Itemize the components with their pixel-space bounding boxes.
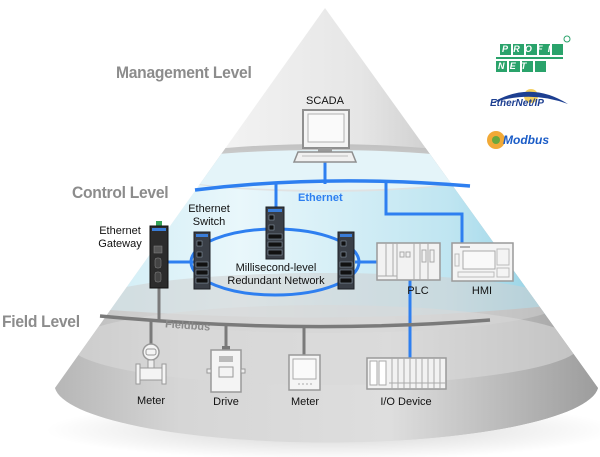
ethernet-switch-right-icon[interactable]: [337, 231, 355, 290]
management-level-label: Management Level: [116, 63, 252, 82]
ethernet-ip-logo: [492, 89, 568, 104]
plc-device-icon[interactable]: [376, 242, 441, 281]
io-device-icon[interactable]: [366, 357, 447, 390]
fieldbus-line: [99, 314, 491, 329]
ethernet-gateway-device-icon[interactable]: [149, 221, 169, 289]
io-device-label: I/O Device: [380, 396, 432, 408]
control-level-label: Control Level: [72, 183, 169, 202]
drive-device-icon[interactable]: [206, 346, 246, 393]
panel-meter-icon[interactable]: [288, 354, 321, 391]
modbus-logo: [487, 131, 505, 149]
ethernet-switch-middle-icon[interactable]: [265, 206, 285, 260]
hmi-device-icon[interactable]: [451, 242, 514, 282]
gateway-label-line2: Gateway: [98, 238, 142, 250]
flow-meter-icon[interactable]: [135, 343, 167, 385]
switch-label-line1: Ethernet: [188, 203, 230, 215]
ethernet-backbone: [194, 179, 471, 192]
ethernet-switch-left-icon[interactable]: [193, 231, 211, 290]
meter-2-label: Meter: [290, 396, 320, 408]
meter-1-label: Meter: [136, 395, 166, 407]
modbus-logo-text: Modbus: [503, 133, 549, 147]
gateway-label-line1: Ethernet: [99, 225, 141, 237]
hmi-label: HMI: [471, 285, 493, 297]
profinet-logo-top-text: PROFI: [502, 44, 556, 54]
profinet-logo-bottom-text: NET: [498, 61, 532, 71]
ethernet-ip-logo-text: EtherNet/IP: [490, 98, 544, 109]
redundant-network-label-line2: Redundant Network: [227, 275, 325, 287]
scada-computer-icon[interactable]: [292, 109, 358, 163]
field-level-label: Field Level: [2, 312, 80, 331]
redundant-network-label: Millisecond-level Redundant Network: [226, 262, 326, 288]
switch-label-line2: Switch: [192, 216, 226, 228]
ethernet-switch-label: Ethernet Switch: [184, 203, 234, 229]
ethernet-gateway-label: Ethernet Gateway: [92, 225, 148, 251]
redundant-network-label-line1: Millisecond-level: [235, 262, 317, 274]
profinet-logo: [496, 35, 571, 72]
drive-label: Drive: [213, 396, 239, 408]
hmi-link: [384, 182, 464, 244]
ethernet-label: Ethernet: [298, 192, 343, 204]
plc-label: PLC: [407, 285, 429, 297]
scada-label: SCADA: [306, 95, 344, 107]
